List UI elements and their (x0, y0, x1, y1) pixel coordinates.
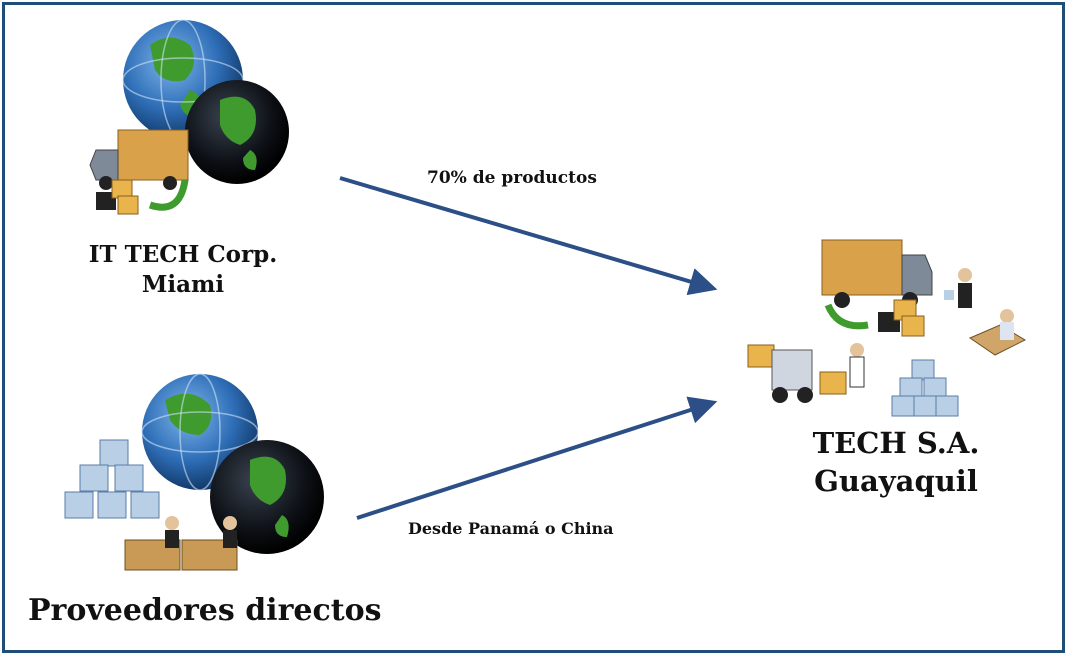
tech-pale-boxes-icon (891, 359, 959, 417)
miami-label: IT TECH Corp. Miami (68, 240, 298, 300)
proveedores-workers-icon (124, 516, 238, 571)
miami-label-line2: Miami (141, 271, 225, 298)
tech-label-line2: Guayaquil (814, 464, 978, 498)
proveedores-label: Proveedores directos (28, 593, 382, 628)
tech-desk-icon (968, 309, 1027, 356)
arrow-miami-to-tech (339, 176, 718, 296)
miami-truck-icon (89, 129, 189, 190)
miami-boxes-icon (96, 179, 139, 215)
miami-label-line1: IT TECH Corp. (88, 241, 278, 268)
edge-label-bottom: Desde Panamá o China (408, 519, 614, 538)
proveedores-dark-globe-icon (210, 440, 324, 554)
arrow-proveedores-to-tech (356, 396, 718, 520)
miami-dark-globe-icon (185, 80, 289, 184)
miami-green-arrow-icon (148, 179, 189, 211)
tech-worker-icon (944, 268, 972, 308)
tech-label: TECH S.A. Guayaquil (786, 424, 1006, 500)
tech-truck-icon (821, 239, 933, 308)
tech-green-arrow-icon (824, 303, 869, 330)
tech-boxes-icon (878, 299, 925, 337)
tech-forklift-icon (747, 344, 813, 403)
proveedores-boxes-icon (64, 439, 160, 519)
tech-packer-icon (819, 343, 865, 395)
edge-label-top: 70% de productos (427, 168, 597, 188)
tech-label-line1: TECH S.A. (812, 426, 980, 460)
